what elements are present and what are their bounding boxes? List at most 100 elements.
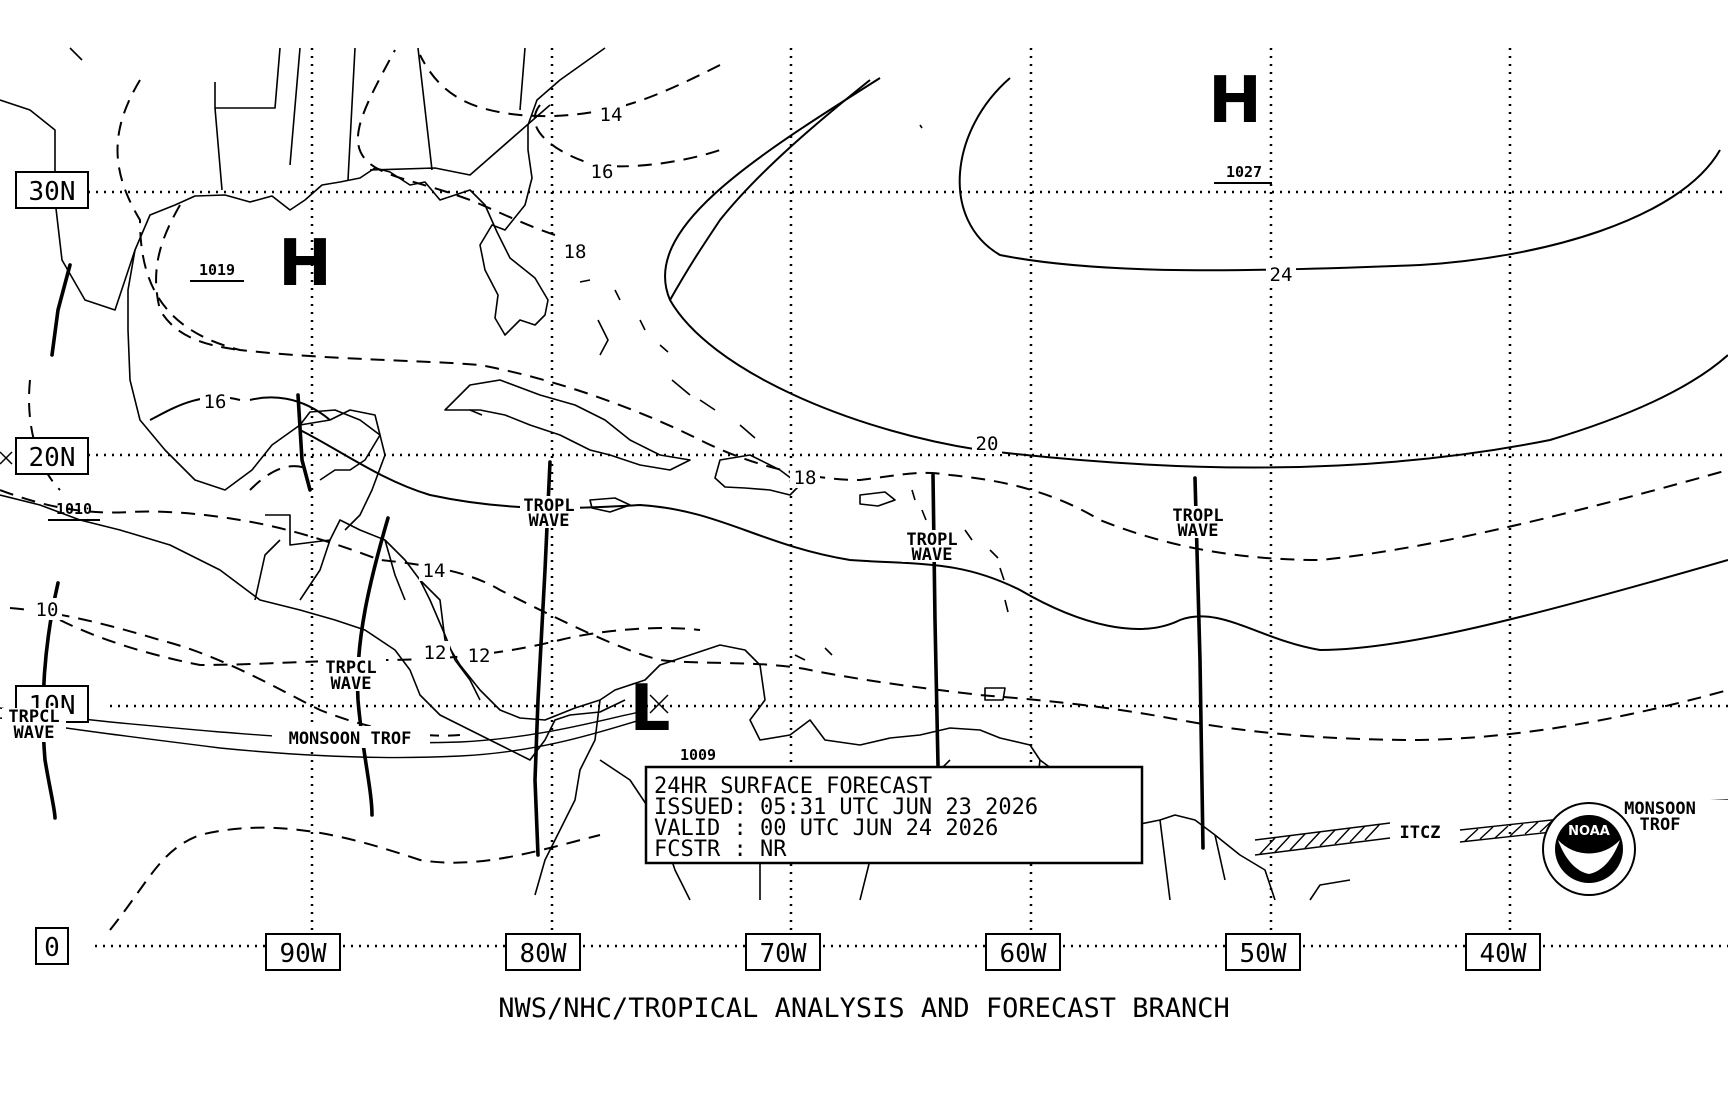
isobar-16-south bbox=[299, 429, 1728, 652]
isobar-label-18-gulf: 18 bbox=[564, 241, 587, 263]
noaa-logo-text: NOAA bbox=[1568, 824, 1610, 839]
isobar-label-12-a: 12 bbox=[424, 642, 447, 664]
lesser-antilles bbox=[911, 489, 1009, 701]
itcz-line-3 bbox=[1459, 817, 1571, 831]
lat-lon-grid bbox=[88, 48, 1728, 948]
central-america-borders bbox=[254, 514, 481, 701]
isobar-label-24: 24 bbox=[1270, 264, 1293, 286]
wave-85w-label-bottom: WAVE bbox=[331, 674, 372, 694]
isobar-24 bbox=[958, 77, 1721, 272]
wave-52w bbox=[1193, 476, 1205, 850]
isobar-label-18-carib: 18 bbox=[794, 467, 817, 489]
bahamas-islands bbox=[469, 279, 756, 439]
isobar-16-north bbox=[533, 104, 721, 168]
isobar-label-16-west: 16 bbox=[204, 391, 227, 413]
noaa-logo: NOAA bbox=[1542, 802, 1636, 896]
forecast-box-frame bbox=[644, 765, 1144, 865]
isobar-south bbox=[109, 826, 601, 931]
forecast-line-issued: ISSUED: 05:31 UTC JUN 23 2026 bbox=[654, 795, 1038, 820]
lon-label-60w: 60W bbox=[1000, 939, 1047, 969]
wave-52w-label-top: TROPL bbox=[1172, 506, 1223, 526]
cuba-coast bbox=[444, 379, 691, 471]
isobar-label-20: 20 bbox=[976, 433, 999, 455]
wave-62w bbox=[931, 473, 940, 767]
wave-85w-label-top: TRPCL bbox=[325, 658, 376, 678]
lon-label-40w: 40W bbox=[1480, 939, 1527, 969]
isobar-18-mid bbox=[116, 79, 1728, 562]
low-center-x-mark bbox=[649, 694, 669, 714]
lon-label-50w: 50W bbox=[1240, 939, 1287, 969]
isobar-20 bbox=[664, 77, 1728, 469]
isobar-18-gulf bbox=[356, 49, 556, 236]
lat-label-0: 0 bbox=[44, 933, 60, 963]
noaa-bird-icon bbox=[1558, 840, 1620, 874]
high-atlantic-symbol: H bbox=[1208, 64, 1262, 138]
lat-box-30n bbox=[15, 171, 89, 209]
itcz-line-2 bbox=[1254, 837, 1391, 856]
isobar-label-14-north: 14 bbox=[600, 104, 623, 126]
state-borders bbox=[69, 47, 551, 191]
forecast-info-box: 24HR SURFACE FORECAST ISSUED: 05:31 UTC … bbox=[644, 765, 1144, 865]
itcz-hatch-2 bbox=[1464, 819, 1554, 842]
isobar-label-12-b: 12 bbox=[468, 645, 491, 667]
isobar-14-north bbox=[419, 54, 721, 118]
trough-texas bbox=[50, 263, 72, 357]
itcz-band bbox=[1254, 817, 1571, 856]
west-center-x-mark bbox=[0, 451, 13, 465]
forecast-line-title: 24HR SURFACE FORECAST bbox=[654, 774, 932, 799]
isobar-west-loop bbox=[28, 379, 311, 491]
wave-80w bbox=[533, 460, 552, 857]
wave-62w-label-bottom: WAVE bbox=[912, 545, 953, 565]
wave-97w-label-bottom: WAVE bbox=[14, 723, 55, 743]
monsoon-trof-line-2 bbox=[0, 717, 641, 759]
isobar-20-contour bbox=[155, 204, 241, 351]
lat-box-20n bbox=[15, 437, 89, 475]
pressure-centers: H 1019 H 1027 L 1009 1010 bbox=[0, 64, 1272, 764]
puerto-rico-coast bbox=[859, 491, 896, 507]
wave-85w bbox=[355, 516, 390, 817]
isobar-label-16-north: 16 bbox=[591, 161, 614, 183]
islands-small bbox=[794, 124, 923, 661]
lon-box-70w bbox=[745, 933, 821, 971]
isobar-label-14-central: 14 bbox=[423, 560, 446, 582]
high-gulf-value: 1019 bbox=[199, 261, 235, 279]
lat-box-0 bbox=[35, 927, 69, 965]
wave-80w-label-bottom: WAVE bbox=[529, 511, 570, 531]
wave-80w-label-top: TROPL bbox=[523, 496, 574, 516]
wave-87w bbox=[296, 393, 312, 492]
high-gulf-symbol: H bbox=[278, 227, 332, 301]
lat-label-30n: 30N bbox=[29, 177, 76, 207]
lon-box-80w bbox=[505, 933, 581, 971]
low-colombia-value: 1009 bbox=[680, 746, 716, 764]
isobar-label-10: 10 bbox=[36, 599, 59, 621]
lon-label-80w: 80W bbox=[520, 939, 567, 969]
lon-box-40w bbox=[1465, 933, 1541, 971]
tropical-waves bbox=[41, 263, 1205, 857]
lon-label-70w: 70W bbox=[760, 939, 807, 969]
lat-label-20n: 20N bbox=[29, 443, 76, 473]
wave-97w-label-top: TRPCL bbox=[8, 707, 59, 727]
forecast-line-forecaster: FCSTR : NR bbox=[654, 837, 787, 862]
isobar-labels: 14 16 18 24 16 20 18 14 10 12 12 bbox=[32, 103, 1296, 667]
lon-box-60w bbox=[985, 933, 1061, 971]
us-gulf-coast bbox=[0, 47, 606, 336]
isobar-14-central bbox=[0, 489, 1728, 742]
monsoon-trof-right-label-2: TROF bbox=[1640, 815, 1681, 835]
forecast-line-valid: VALID : 00 UTC JUN 24 2026 bbox=[654, 816, 998, 841]
feature-labels: TROPL WAVE TROPL WAVE TROPL WAVE TRPCL W… bbox=[2, 496, 1728, 843]
pressure-1010-value: 1010 bbox=[56, 500, 92, 518]
itcz-label: ITCZ bbox=[1400, 823, 1441, 843]
isobar-gulf-north bbox=[669, 79, 871, 301]
footer-credit: NWS/NHC/TROPICAL ANALYSIS AND FORECAST B… bbox=[498, 993, 1230, 1024]
hispaniola-coast bbox=[714, 454, 801, 496]
wave-52w-label-bottom: WAVE bbox=[1178, 521, 1219, 541]
wave-62w-label-top: TROPL bbox=[906, 530, 957, 550]
lon-box-50w bbox=[1225, 933, 1301, 971]
isobar-16-east bbox=[249, 396, 331, 421]
monsoon-trof-label: MONSOON TROF bbox=[289, 729, 412, 749]
high-atlantic-value: 1027 bbox=[1226, 163, 1262, 181]
itcz-hatch-1 bbox=[1259, 823, 1381, 855]
noaa-logo-inner-disc bbox=[1555, 815, 1623, 883]
mexico-gulf-coast bbox=[127, 249, 381, 491]
